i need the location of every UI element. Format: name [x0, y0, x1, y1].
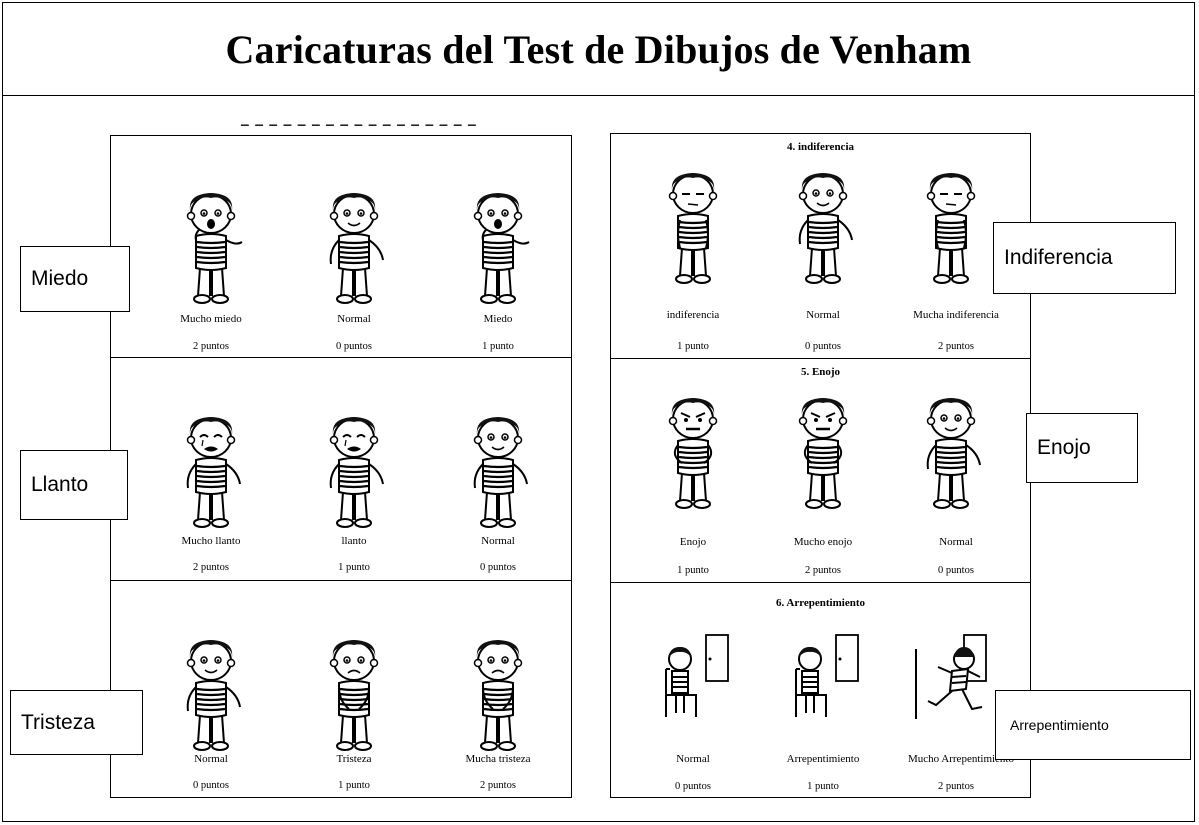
- section-llanto: Mucho llanto llanto Normal 2 puntos 1 pu…: [111, 358, 571, 581]
- section-title: 5. Enojo: [800, 366, 841, 378]
- figure-mucha-tristeza: [438, 635, 558, 757]
- caption-normal: Normal: [676, 753, 710, 765]
- caption-mucho-enojo: Mucho enojo: [793, 536, 853, 548]
- label-miedo: Miedo: [20, 246, 130, 312]
- caricature-indifferent-strong: [926, 173, 976, 284]
- caricature-neutral: [798, 173, 853, 284]
- figure-miedo: [438, 188, 558, 310]
- figure-mucho-arrepentimiento: [891, 629, 1011, 729]
- figure-normal: [294, 188, 414, 310]
- caricature-neutral: [473, 417, 528, 528]
- points-mucho-enojo: 2 puntos: [805, 565, 841, 576]
- section-title: 4. indiferencia: [786, 141, 854, 153]
- points-normal: 0 puntos: [480, 562, 516, 573]
- points-normal: 0 puntos: [675, 781, 711, 792]
- figure-normal: [151, 635, 271, 757]
- points-tristeza: 1 punto: [338, 780, 370, 791]
- figure-arrepentimiento: [763, 629, 883, 729]
- figure-indiferencia: [633, 164, 753, 294]
- caricature-cry: [329, 417, 384, 528]
- points-arrepentimiento: 1 punto: [807, 781, 839, 792]
- figure-mucho-llanto: [151, 412, 271, 534]
- points-mucha-tristeza: 2 puntos: [480, 780, 516, 791]
- caption-enojo: Enojo: [679, 536, 707, 548]
- points-normal: 0 puntos: [805, 341, 841, 352]
- section-tristeza: Normal Tristeza Mucha tristeza 0 puntos …: [111, 581, 571, 797]
- section-arrepentimiento: 6. Arrepentimiento Normal Arrepentimient…: [611, 583, 1030, 797]
- caricature-running: [915, 634, 987, 719]
- caricature-angry: [668, 398, 718, 509]
- caption-miedo: Miedo: [483, 313, 513, 325]
- caricature-indifferent: [668, 173, 718, 284]
- figure-tristeza: [294, 635, 414, 757]
- label-llanto: Llanto: [20, 450, 128, 520]
- points-enojo: 1 punto: [677, 565, 709, 576]
- caption-arrepentimiento: Arrepentimiento: [786, 753, 860, 765]
- caption-mucha-tristeza: Mucha tristeza: [465, 753, 531, 765]
- title-row: Caricaturas del Test de Dibujos de Venha…: [3, 3, 1194, 96]
- label-arrepentimiento: Arrepentimiento: [995, 690, 1191, 760]
- caption-tristeza: Tristeza: [336, 753, 372, 765]
- caricature-seated: [665, 634, 729, 717]
- figure-mucho-miedo: [151, 188, 271, 310]
- caption-indiferencia: indiferencia: [666, 309, 720, 321]
- figure-normal: [891, 389, 1011, 519]
- caricature-sad: [329, 640, 379, 751]
- label-tristeza: Tristeza: [10, 690, 143, 755]
- section-enojo: 5. Enojo Enojo Mucho enojo Normal 1 punt…: [611, 359, 1030, 583]
- points-mucho-llanto: 2 puntos: [193, 562, 229, 573]
- caption-normal: Normal: [194, 753, 228, 765]
- figure-enojo: [633, 389, 753, 519]
- caption-normal: Normal: [939, 536, 973, 548]
- points-mucho-arrepentimiento: 2 puntos: [938, 781, 974, 792]
- label-enojo: Enojo: [1026, 413, 1138, 483]
- page-title: Caricaturas del Test de Dibujos de Venha…: [225, 26, 972, 72]
- caricature-sad-strong: [473, 640, 523, 751]
- points-mucho-miedo: 2 puntos: [193, 341, 229, 352]
- points-normal: 0 puntos: [193, 780, 229, 791]
- figure-mucho-enojo: [763, 389, 883, 519]
- caption-normal: Normal: [337, 313, 371, 325]
- caption-normal: Normal: [806, 309, 840, 321]
- caricature-fear-strong: [186, 193, 243, 304]
- points-miedo: 1 punto: [482, 341, 514, 352]
- caption-mucho-miedo: Mucho miedo: [180, 313, 242, 325]
- caption-mucha-indiferencia: Mucha indiferencia: [913, 309, 999, 321]
- right-panel: 4. indiferencia indiferencia Normal Much…: [610, 133, 1031, 798]
- cropped-heading-remnant: ▔ ▔ ▔ ▔ ▔ ▔ ▔ ▔ ▔ ▔ ▔ ▔ ▔ ▔ ▔ ▔ ▔: [241, 126, 478, 137]
- figure-normal: [633, 629, 753, 729]
- section-miedo: Mucho miedo Normal Miedo 2 puntos 0 punt…: [111, 136, 571, 358]
- figure-mucha-indiferencia: [891, 164, 1011, 294]
- points-mucha-indiferencia: 2 puntos: [938, 341, 974, 352]
- figure-normal: [438, 412, 558, 534]
- points-normal: 0 puntos: [336, 341, 372, 352]
- caricature-cry-strong: [186, 417, 241, 528]
- points-indiferencia: 1 punto: [677, 341, 709, 352]
- points-normal: 0 puntos: [938, 565, 974, 576]
- caricature-fear: [473, 193, 530, 304]
- figure-llanto: [294, 412, 414, 534]
- section-title: 6. Arrepentimiento: [775, 597, 865, 609]
- section-indiferencia: 4. indiferencia indiferencia Normal Much…: [611, 134, 1030, 359]
- caricature-neutral: [926, 398, 981, 509]
- caption-mucho-llanto: Mucho llanto: [181, 535, 241, 547]
- caricature-angry-strong: [798, 398, 848, 509]
- left-panel: ▔ ▔ ▔ ▔ ▔ ▔ ▔ ▔ ▔ ▔ ▔ ▔ ▔ ▔ ▔ ▔ ▔ Mucho …: [110, 126, 572, 798]
- points-llanto: 1 punto: [338, 562, 370, 573]
- caricature-seated-back: [795, 634, 859, 717]
- caption-mucho-arrepentimiento: Mucho Arrepentimiento: [907, 753, 1014, 765]
- label-indiferencia: Indiferencia: [993, 222, 1176, 294]
- caricature-neutral: [186, 640, 241, 751]
- caption-normal: Normal: [481, 535, 515, 547]
- caricature-neutral: [329, 193, 384, 304]
- caption-llanto: llanto: [341, 535, 367, 547]
- figure-normal: [763, 164, 883, 294]
